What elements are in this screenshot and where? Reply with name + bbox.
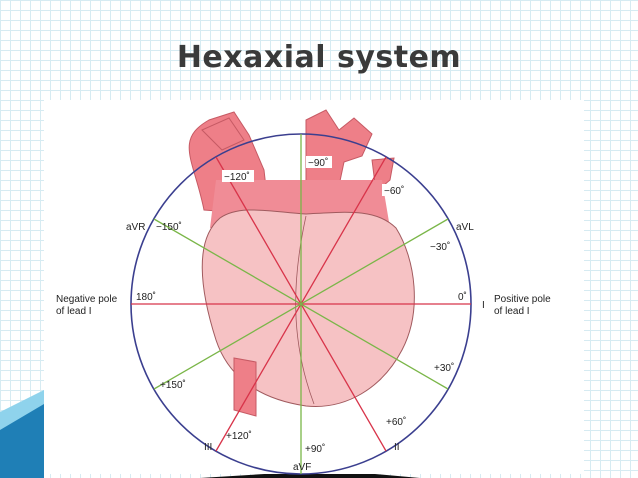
corner-accent-dark [0, 404, 44, 478]
angle-label-plus150: +150˚ [160, 379, 186, 391]
negative-pole-label-line1: Negative pole [56, 294, 118, 305]
angle-label-plus120: +120˚ [226, 430, 252, 442]
lead-label-ii: II [394, 442, 400, 453]
axis-avr [153, 218, 449, 390]
left-vessel [201, 117, 245, 151]
lower-vessel [233, 357, 257, 417]
lead-label-avf: aVF [293, 462, 311, 473]
label-box-minus60 [382, 184, 408, 196]
angle-label-minus60: −60˚ [384, 185, 404, 197]
lead-label-iii: III [204, 442, 212, 453]
positive-pole-label-line2: of lead I [494, 306, 530, 317]
positive-pole-label-line1: Positive pole [494, 294, 551, 305]
label-box-minus120 [222, 170, 254, 182]
slide-title: Hexaxial system [176, 40, 462, 75]
angle-label-180: 180˚ [136, 291, 156, 303]
lead-label-i: I [482, 300, 485, 311]
angle-label-plus30: +30˚ [434, 362, 454, 374]
angle-label-minus30: −30˚ [430, 241, 450, 253]
angle-label-minus90: −90˚ [308, 157, 328, 169]
angle-label-minus120: −120˚ [224, 171, 250, 183]
label-box-minus90 [306, 156, 332, 168]
negative-pole-label-line2: of lead I [56, 306, 92, 317]
angle-label-plus90: +90˚ [305, 443, 325, 455]
heart-illustration [188, 109, 415, 417]
angle-label-plus60: +60˚ [386, 416, 406, 428]
hexaxial-diagram: −90˚ −120˚ −60˚ −150˚ −30˚ 180˚ 0˚ +30˚ … [56, 109, 551, 475]
lead-label-avl: aVL [456, 222, 474, 233]
lead-label-avr: aVR [126, 222, 145, 233]
angle-label-0: 0˚ [458, 291, 467, 303]
figure-panel: −90˚ −120˚ −60˚ −150˚ −30˚ 180˚ 0˚ +30˚ … [44, 100, 584, 475]
angle-label-minus150: −150˚ [156, 221, 182, 233]
